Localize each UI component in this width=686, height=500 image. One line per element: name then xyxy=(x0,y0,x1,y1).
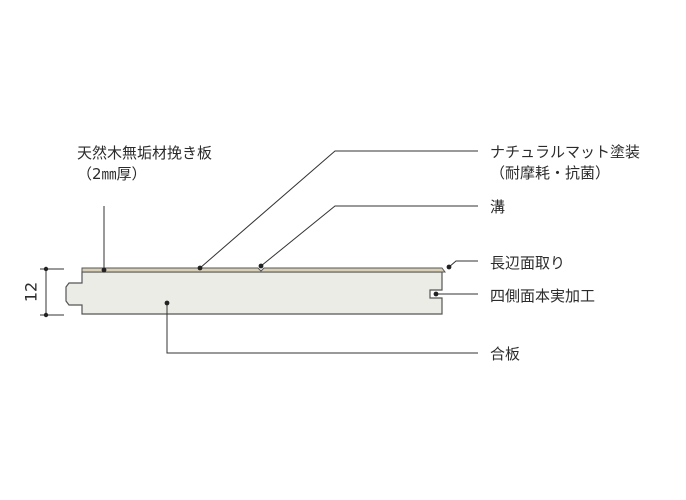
thickness-value: 12 xyxy=(22,282,41,302)
groove-label: 溝 xyxy=(490,198,505,216)
plywood-label: 合板 xyxy=(490,345,520,363)
plywood-leader xyxy=(164,300,478,354)
finish-label-line1: ナチュラルマット塗装 xyxy=(490,143,640,161)
veneer-label-line2: （2㎜厚） xyxy=(77,165,147,183)
tongue-groove-label: 四側面本実加工 xyxy=(490,287,595,305)
finish-leader xyxy=(197,150,478,271)
plywood-core xyxy=(65,271,443,315)
finish-label-line2: （耐摩耗・抗菌） xyxy=(490,164,610,182)
chamfer-label: 長辺面取り xyxy=(490,254,565,272)
thickness-dimension: 12 xyxy=(22,266,64,318)
groove-leader xyxy=(258,205,478,269)
tongue-groove-leader xyxy=(433,291,478,297)
chamfer-leader xyxy=(446,260,478,270)
veneer-leader xyxy=(101,206,107,273)
veneer-label-line1: 天然木無垢材挽き板 xyxy=(77,144,212,162)
natural-wood-veneer-layer xyxy=(81,267,446,273)
